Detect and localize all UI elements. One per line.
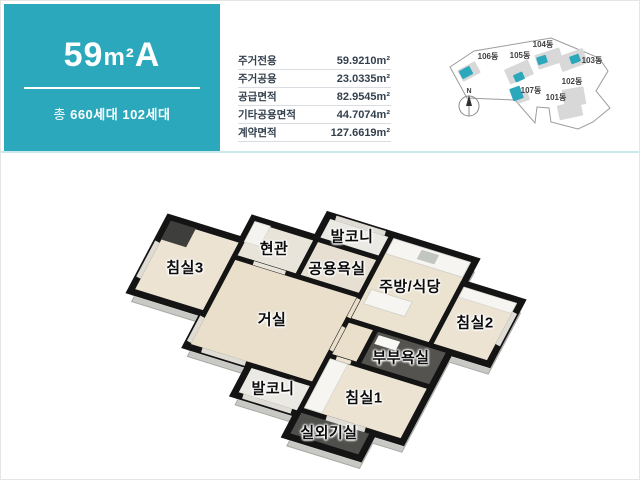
bedroom3-closet — [160, 220, 196, 248]
unit-title-type: A — [134, 36, 161, 74]
site-building-highlight — [509, 85, 524, 102]
room-label-bedroom1: 침실1 — [345, 389, 383, 407]
site-building-highlight — [536, 54, 548, 66]
area-row-label: 주거전용 — [238, 55, 277, 67]
area-row-value: 127.6619m² — [330, 126, 390, 139]
cooktop — [416, 249, 440, 265]
area-table-row: 계약면적 127.6619m² — [238, 124, 391, 142]
site-building-label: 106동 — [478, 52, 499, 61]
site-building-label: 101동 — [546, 93, 567, 102]
compass-north-label: N — [466, 88, 471, 95]
unit-type-card: 59m²A 총 660세대 102세대 — [4, 4, 220, 151]
site-building-label: 107동 — [521, 86, 542, 95]
bedroom2-wardrobe — [458, 286, 518, 314]
household-count-total: 660세대 — [70, 107, 119, 122]
entrance-closet — [243, 221, 271, 247]
door-opening — [329, 325, 346, 352]
site-building-highlight — [458, 66, 474, 79]
window — [242, 393, 293, 414]
room-label-entrance: 현관 — [259, 240, 289, 258]
room-label-balcony-top: 발코니 — [330, 228, 374, 246]
area-row-value: 59.9210m² — [336, 54, 390, 67]
door-opening — [346, 297, 361, 319]
window — [136, 240, 160, 279]
area-table-row: 주거공용 23.0335m² — [238, 70, 391, 88]
area-row-label: 주거공용 — [238, 73, 277, 85]
kitchen-island — [363, 288, 413, 317]
area-table-row: 공급면적 82.9545m² — [238, 88, 391, 106]
room-label-living: 거실 — [257, 311, 287, 329]
window — [186, 315, 205, 344]
unit-title-number: 59 — [63, 36, 104, 74]
area-row-value: 44.7074m² — [336, 108, 390, 121]
bedroom1-wardrobe — [303, 358, 349, 414]
window — [325, 415, 366, 433]
site-building-label: 102동 — [562, 77, 583, 86]
unit-title: 59m²A — [4, 38, 220, 72]
household-count-type: 102세대 — [122, 107, 171, 122]
room-label-outdoor-unit: 실외기실 — [300, 424, 358, 442]
area-table: 주거전용 59.9210m² 주거공용 23.0335m² 공급면적 82.9545m² 기… — [238, 52, 391, 142]
area-row-label: 공급면적 — [238, 91, 277, 103]
site-building-label: 103동 — [582, 56, 603, 65]
window — [495, 311, 518, 347]
household-count: 총 660세대 102세대 — [4, 104, 220, 123]
master-bath-sink — [374, 335, 401, 351]
site-building-highlight — [569, 53, 581, 65]
site-building-block — [504, 59, 534, 85]
room-label-balcony-bottom: 발코니 — [251, 380, 295, 398]
room-label-bedroom2: 침실2 — [456, 314, 494, 332]
site-building-label: 105동 — [510, 51, 531, 60]
household-count-prefix: 총 — [53, 107, 71, 122]
room-label-bath-common: 공용욕실 — [308, 260, 366, 278]
area-row-label: 기타공용면적 — [238, 109, 296, 121]
site-building-label: 104동 — [533, 40, 554, 49]
window — [201, 347, 247, 366]
area-row-label: 계약면적 — [238, 127, 277, 139]
compass-needle — [466, 95, 472, 106]
room-label-bath-master: 부부욕실 — [372, 349, 430, 367]
compass: N — [458, 88, 480, 117]
area-row-value: 23.0335m² — [336, 72, 390, 85]
header-divider-rule — [1, 151, 639, 153]
unit-title-sqm: m² — [103, 44, 135, 71]
door-opening — [252, 261, 286, 275]
area-table-row: 주거전용 59.9210m² — [238, 52, 391, 70]
site-building-highlight — [513, 71, 525, 83]
room-label-bedroom3: 침실3 — [166, 259, 204, 277]
area-table-row: 기타공용면적 44.7074m² — [238, 106, 391, 124]
area-row-value: 82.9545m² — [336, 90, 390, 103]
room-label-kitchen-dining: 주방/식당 — [379, 278, 441, 296]
window — [335, 215, 386, 236]
door-opening — [335, 356, 352, 365]
hero-divider — [24, 87, 200, 89]
site-building-block — [556, 100, 584, 121]
